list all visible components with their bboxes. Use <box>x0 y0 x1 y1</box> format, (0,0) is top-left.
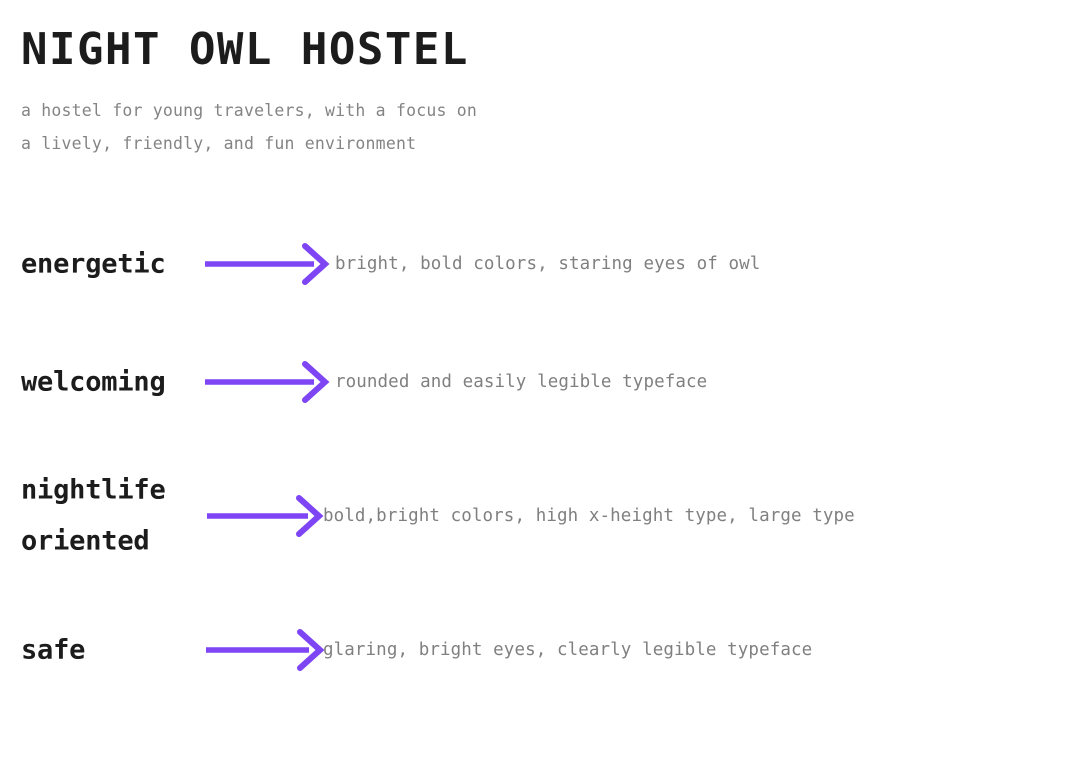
attribute-label: safe <box>21 624 201 675</box>
attribute-label: energetic <box>21 238 201 289</box>
arrow-right-icon <box>203 359 330 405</box>
attribute-label-line: safe <box>21 634 86 666</box>
attribute-row: safe glaring, bright eyes, clearly legib… <box>0 591 1076 709</box>
attribute-description: bold,bright colors, high x-height type, … <box>323 506 855 526</box>
subtitle-line: a lively, friendly, and fun environment <box>21 134 417 154</box>
attribute-description: rounded and easily legible typeface <box>335 372 708 392</box>
arrow-right-icon <box>203 241 330 287</box>
subtitle-line: a hostel for young travelers, with a foc… <box>21 100 478 120</box>
attribute-label: nightlife oriented <box>21 465 201 568</box>
arrow-right-icon <box>205 493 324 539</box>
attribute-label-line: energetic <box>21 248 166 280</box>
attribute-label-line: nightlife <box>21 474 166 506</box>
attribute-row: nightlife oriented bold,bright colors, h… <box>0 441 1076 591</box>
attribute-row: energetic bright, bold colors, staring e… <box>0 205 1076 323</box>
attribute-list: energetic bright, bold colors, staring e… <box>0 205 1076 709</box>
attribute-label-line: oriented <box>21 526 150 557</box>
page-header: NIGHT OWL HOSTEL a hostel for young trav… <box>21 26 1021 161</box>
attribute-label-line: welcoming <box>21 366 166 398</box>
attribute-row: welcoming rounded and easily legible typ… <box>0 323 1076 441</box>
attribute-description: bright, bold colors, staring eyes of owl <box>335 254 761 274</box>
arrow-right-icon <box>204 627 325 673</box>
page-subtitle: a hostel for young travelers, with a foc… <box>21 94 1021 162</box>
attribute-description: glaring, bright eyes, clearly legible ty… <box>323 640 813 660</box>
attribute-label: welcoming <box>21 356 201 407</box>
page-title: NIGHT OWL HOSTEL <box>21 24 469 75</box>
